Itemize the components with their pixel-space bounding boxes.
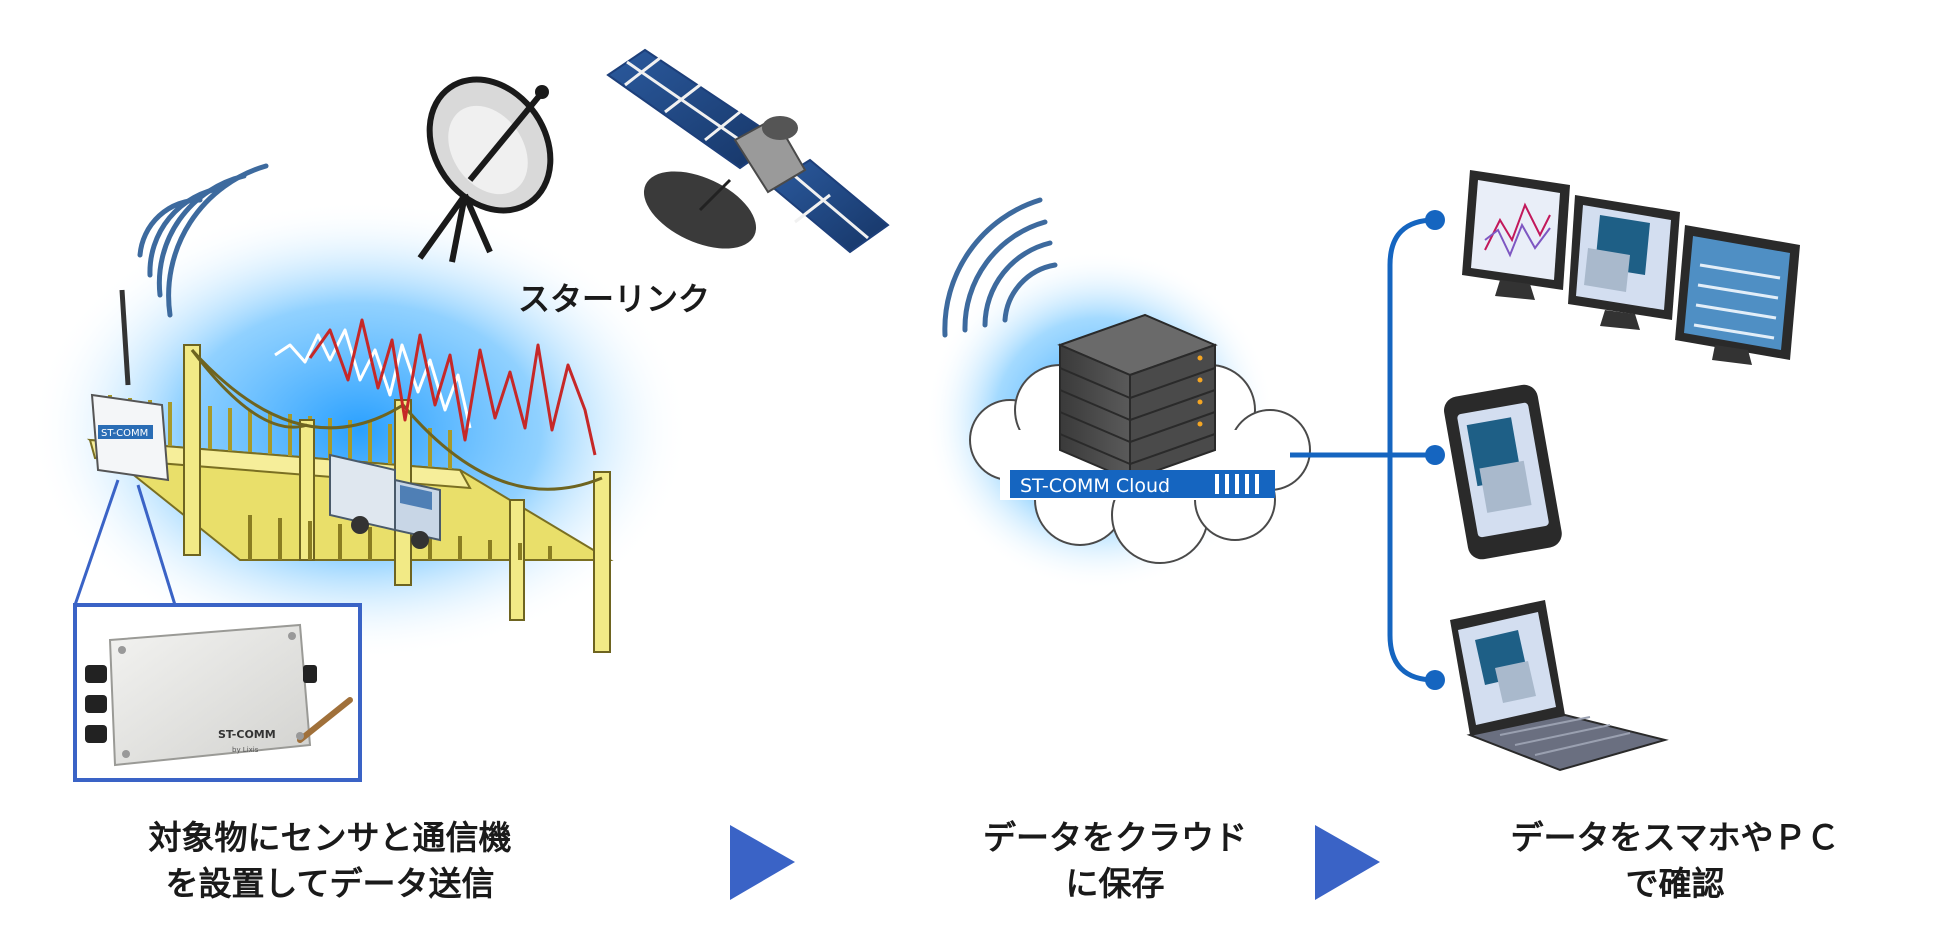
smartphone-icon — [1444, 384, 1562, 560]
box-brand-label: ST-COMM — [218, 728, 276, 741]
satellite-dish-icon — [417, 76, 554, 263]
sensor-box-callout: ST-COMM by Lixis — [73, 603, 362, 782]
wireless-signal-icon — [137, 163, 269, 318]
arrow-right-icon — [730, 825, 795, 900]
step-caption-send: 対象物にセンサと通信機 を設置してデータ送信 — [95, 815, 565, 907]
router-device: ST-COMM — [90, 289, 170, 482]
step-caption-line: 対象物にセンサと通信機 — [148, 818, 512, 857]
cloud-brand-label: ST-COMM Cloud — [1020, 475, 1170, 497]
router-brand-label: ST-COMM — [101, 428, 148, 439]
monitor-icon — [1462, 170, 1570, 300]
satellite-icon — [606, 48, 890, 254]
monitors-group — [1462, 170, 1800, 365]
connection-dots — [1425, 210, 1445, 690]
truck-icon — [329, 453, 441, 549]
callout-lines — [73, 479, 177, 606]
server-icon — [1057, 313, 1218, 482]
bridge-scene: ST-COMM ST-COMM by Lixis — [30, 163, 690, 782]
step-caption-line: データをクラウド — [983, 818, 1247, 857]
connection-lines — [1290, 217, 1436, 683]
sensor-waveform — [274, 318, 597, 456]
step-caption-line: に保存 — [1065, 864, 1165, 903]
wireless-signal-icon — [942, 197, 1058, 338]
laptop-icon — [1450, 600, 1669, 772]
step-caption-line: を設置してデータ送信 — [165, 864, 495, 903]
step-caption-line: で確認 — [1625, 864, 1725, 903]
cloud-scene: ST-COMM Cloud — [925, 197, 1311, 590]
step-caption-store: データをクラウド に保存 — [890, 815, 1340, 907]
cloud-brand-bar: ST-COMM Cloud — [1010, 470, 1275, 498]
step-caption-view: データをスマホやＰＣ で確認 — [1455, 815, 1895, 907]
step-caption-line: データをスマホやＰＣ — [1510, 818, 1840, 857]
box-sub-label: by Lixis — [232, 746, 259, 754]
monitor-icon — [1675, 225, 1800, 365]
monitor-icon — [1568, 195, 1680, 330]
starlink-label: スターリンク — [518, 280, 710, 318]
arrow-right-icon — [1315, 825, 1380, 900]
